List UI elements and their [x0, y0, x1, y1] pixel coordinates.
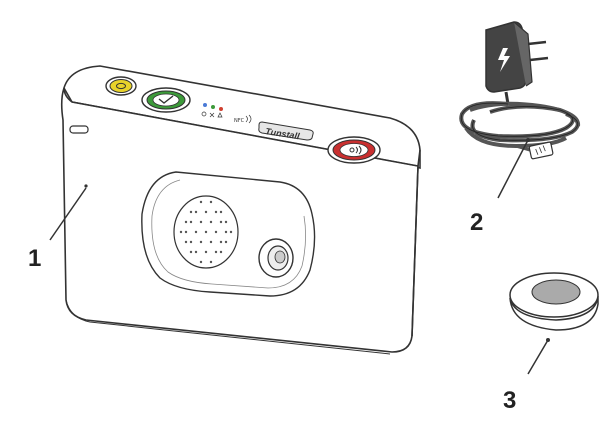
side-indicator — [69, 125, 89, 134]
callout-3: 3 — [503, 387, 516, 414]
power-adapter — [459, 21, 581, 160]
lightning-icon — [498, 48, 510, 72]
base-unit: NFC Tunstall — [60, 65, 421, 355]
nfc-icon — [245, 114, 252, 124]
leader-line-1 — [49, 187, 87, 241]
nfc-label: NFC — [234, 118, 245, 124]
alarm-icon — [349, 145, 362, 155]
leader-dots — [526, 138, 550, 342]
leader-line-2 — [497, 139, 529, 199]
speaker-holes — [179, 200, 233, 264]
pendant-button[interactable] — [531, 279, 581, 305]
leader-lines — [49, 139, 549, 375]
sensor-lens — [258, 238, 294, 278]
coiled-cable — [459, 101, 581, 149]
pendant — [509, 272, 599, 331]
phone-button[interactable] — [105, 76, 137, 96]
alarm-button[interactable] — [327, 136, 381, 164]
rj-connector — [528, 141, 554, 160]
callout-2: 2 — [470, 209, 483, 236]
phone-icon — [116, 82, 126, 90]
callout-1: 1 — [28, 245, 41, 272]
leader-line-3 — [527, 339, 549, 375]
check-button[interactable] — [141, 87, 191, 113]
led-symbols — [201, 111, 223, 118]
check-icon — [158, 95, 174, 104]
status-leds — [203, 103, 223, 111]
